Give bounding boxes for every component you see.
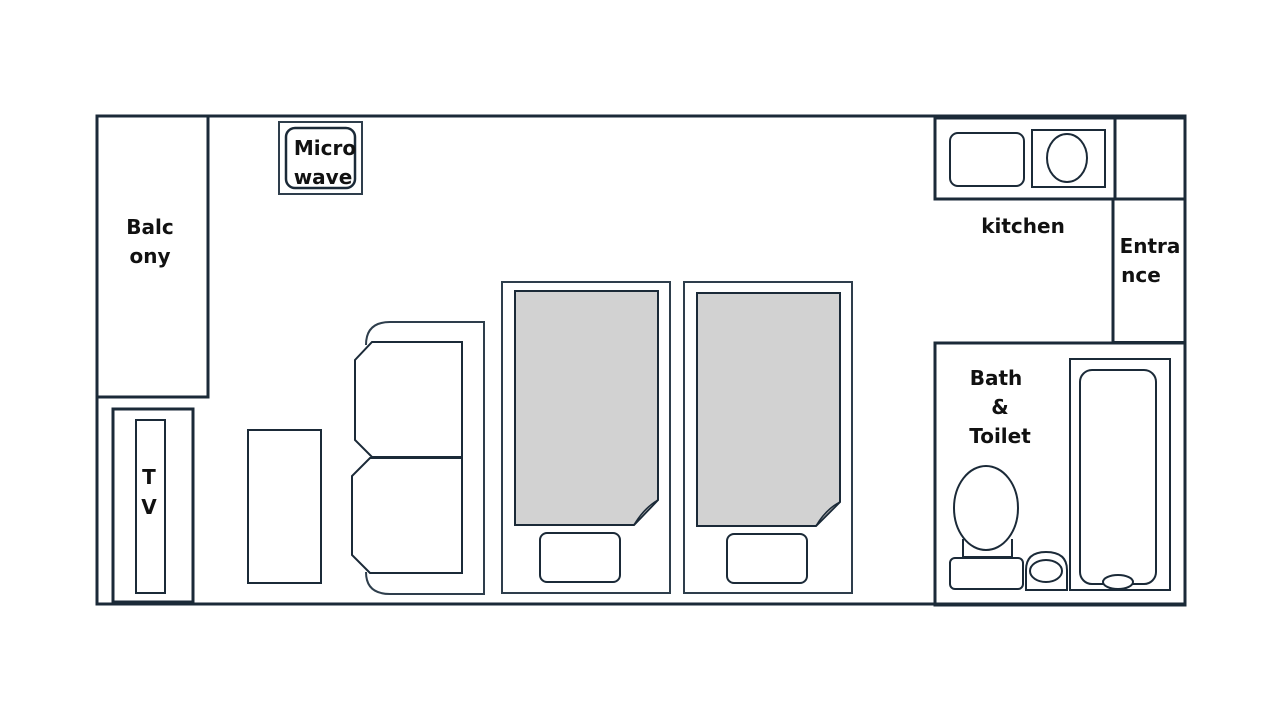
- bed-1-sheet: [514, 290, 659, 526]
- microwave-label-line-1: Micro: [294, 136, 356, 160]
- balcony-label-line-1: Balc: [126, 215, 173, 239]
- kitchen-sink: [949, 132, 1025, 187]
- sofa: [351, 321, 485, 595]
- tv-label-line-1: T: [142, 465, 156, 489]
- bed-2: [683, 281, 853, 594]
- entrance: Entra nce: [1111, 116, 1187, 343]
- tv-unit: T V: [111, 407, 195, 604]
- bathtub-basin: [1079, 369, 1157, 585]
- coffee-table: [247, 429, 322, 584]
- microwave-label-line-2: wave: [294, 165, 353, 189]
- tv-label-line-2: V: [141, 495, 157, 519]
- bed-2-pillow: [726, 533, 808, 584]
- bath-label-line-1: Bath: [970, 366, 1023, 390]
- bed-1-sheet-fold: [633, 499, 659, 526]
- bathroom: Bath & Toilet: [933, 341, 1187, 607]
- entrance-label-line-1: Entra: [1120, 234, 1181, 258]
- washbasin: [1025, 550, 1068, 591]
- entrance-closet: [1113, 116, 1187, 201]
- bed-2-sheet-fold: [815, 501, 841, 527]
- bath-label-line-3: Toilet: [969, 424, 1031, 448]
- sofa-cushion-top: [354, 341, 463, 458]
- bed-2-sheet: [696, 292, 841, 527]
- toilet-bowl: [953, 465, 1019, 551]
- stove-burner: [1046, 133, 1088, 183]
- entrance-label-line-2: nce: [1121, 263, 1161, 287]
- toilet-tank: [949, 557, 1024, 590]
- kitchen-label: kitchen: [981, 214, 1065, 238]
- tv-screen: [135, 419, 166, 594]
- kitchen: kitchen: [933, 116, 1117, 238]
- bathtub-drain: [1102, 574, 1134, 590]
- sofa-cushion-bottom: [351, 457, 463, 574]
- microwave: Micro wave: [278, 121, 363, 195]
- washbasin-bowl: [1029, 559, 1063, 583]
- bath-label-line-2: &: [991, 395, 1008, 419]
- bed-1: [501, 281, 671, 594]
- bathtub: [1069, 358, 1171, 591]
- bed-1-pillow: [539, 532, 621, 583]
- kitchen-stove: [1031, 129, 1106, 188]
- balcony-label-line-2: ony: [129, 244, 170, 268]
- balcony: Balc ony: [95, 114, 210, 399]
